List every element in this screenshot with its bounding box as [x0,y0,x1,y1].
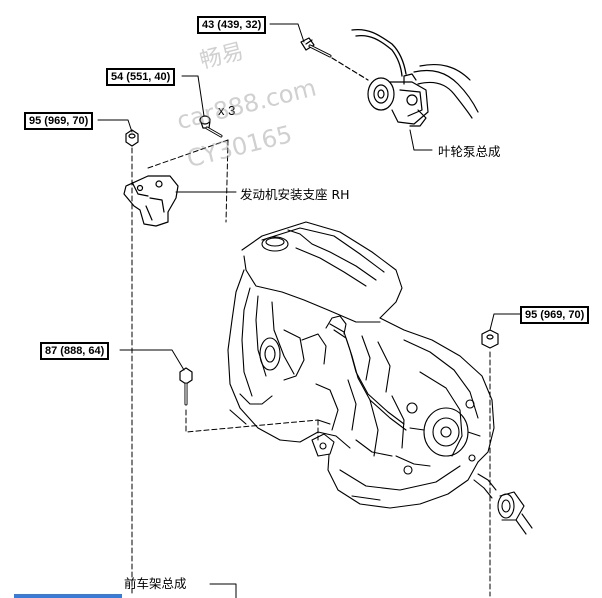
nut-95-left-illustration [125,129,139,147]
impeller-pump-illustration [351,28,479,127]
impeller-pump-label: 叶轮泵总成 [438,144,501,159]
torque-label-bolt-54: 54 (551, 40) [106,68,176,86]
torque-label-nut-95-right: 95 (969, 70) [520,306,590,324]
nut-95-right-illustration [481,329,499,349]
torque-label-bolt-87: 87 (888, 64) [40,342,110,360]
bolt-quantity-label: x 3 [218,103,236,118]
front-frame-label: 前车架总成 [124,576,187,591]
leader-lines [97,23,521,598]
torque-label-bolt-43: 43 (439, 32) [197,16,267,34]
bolt-87-illustration [179,367,193,406]
engine-mount-bracket-illustration [123,175,179,227]
alignment-line-bolt-43 [331,57,369,81]
accent-bar [14,594,122,598]
engine-mount-bracket-label: 发动机安装支座 RH [240,187,350,202]
engine-assembly-illustration [227,221,533,535]
torque-label-nut-95-left: 95 (969, 70) [24,112,94,130]
bolt-43-illustration [300,37,332,58]
bolt-54-illustration [199,115,223,138]
alignment-lines [131,139,491,597]
